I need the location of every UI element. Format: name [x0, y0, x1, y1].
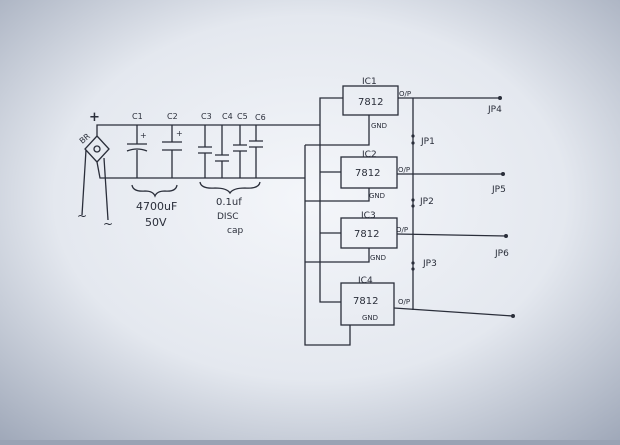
cap-label-c1: C1 — [132, 112, 143, 121]
plus-label: + — [89, 110, 100, 125]
regulator-ic3 — [340, 217, 508, 249]
jumper-jp1: JP1 — [420, 137, 435, 147]
cap-label-c3: C3 — [201, 112, 212, 121]
cap-label-c2: C2 — [167, 112, 178, 121]
ic3-name: IC3 — [361, 211, 376, 221]
ic1-part: 7812 — [358, 97, 383, 108]
output-jp4: JP4 — [487, 105, 502, 115]
ic2-name: IC2 — [362, 150, 377, 160]
ic2-part: 7812 — [355, 168, 380, 179]
ic4-out: O/P — [398, 298, 410, 306]
electrolytic-voltage: 50V — [145, 216, 167, 229]
ic3-out: O/P — [396, 226, 408, 234]
output-jp5: JP5 — [491, 185, 506, 195]
input-bus — [319, 97, 343, 303]
disc-capacitors — [198, 125, 263, 178]
ac-input-2: ~ — [103, 217, 113, 231]
regulator-ic1 — [342, 85, 502, 116]
ic4-name: IC4 — [358, 276, 373, 286]
jumper-jp3: JP3 — [422, 259, 437, 269]
ic3-gnd: GND — [370, 254, 386, 262]
svg-text:+: + — [176, 129, 183, 138]
ac-input-1: ~ — [77, 209, 87, 223]
ic1-out: O/P — [399, 90, 411, 98]
brace-disc — [199, 181, 261, 195]
svg-text:+: + — [140, 131, 147, 140]
ground-bus — [304, 145, 351, 346]
ic2-out: O/P — [398, 166, 410, 174]
ic4-gnd: GND — [362, 314, 378, 322]
ic4-part: 7812 — [353, 296, 378, 307]
bridge-rectifier — [81, 124, 320, 221]
regulator-ic4 — [340, 282, 515, 326]
ic1-name: IC1 — [362, 77, 377, 87]
disc-value: 0.1uf — [216, 197, 242, 208]
disc-type-line1: DISC — [217, 212, 239, 222]
jumper-gaps — [411, 134, 415, 271]
cap-label-c6: C6 — [255, 113, 266, 122]
ic2-gnd: GND — [369, 192, 385, 200]
electrolytic-capacitors: + + — [126, 125, 183, 178]
ic1-gnd: GND — [371, 122, 387, 130]
ic3-part: 7812 — [354, 229, 379, 240]
disc-type-line2: cap — [227, 226, 243, 236]
cap-label-c5: C5 — [237, 112, 248, 121]
output-jp6: JP6 — [494, 249, 509, 259]
regulator-ic2 — [340, 156, 505, 189]
jumper-jp2: JP2 — [419, 197, 434, 207]
cap-label-c4: C4 — [222, 112, 233, 121]
electrolytic-value: 4700uF — [136, 200, 177, 213]
brace-electrolytic — [131, 184, 178, 198]
